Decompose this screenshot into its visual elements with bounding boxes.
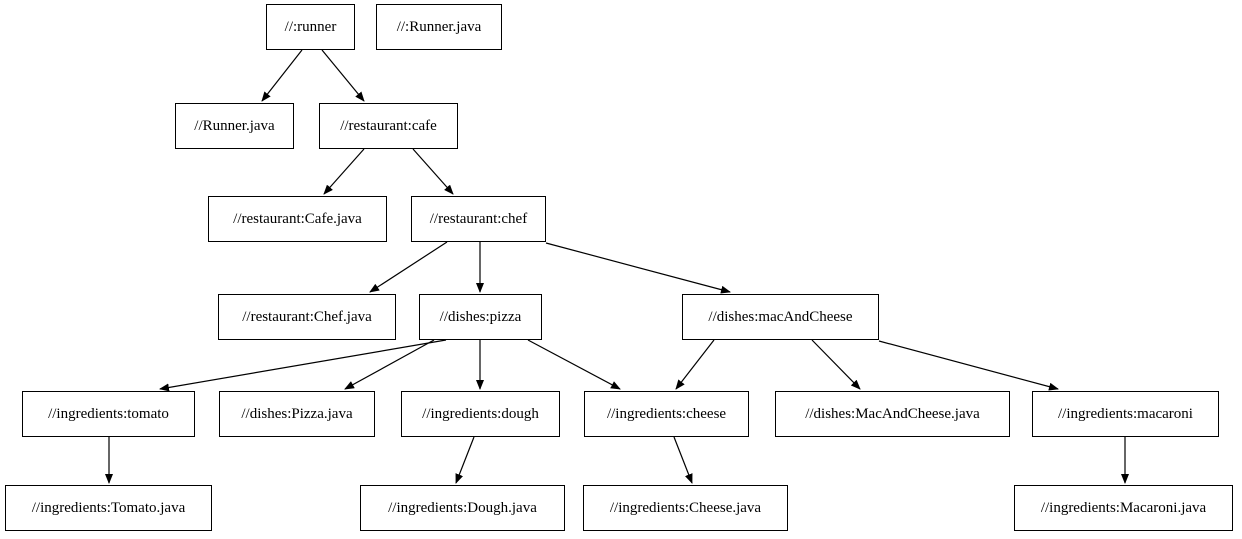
graph-node-label: //restaurant:Chef.java bbox=[242, 308, 372, 325]
graph-node-label: //ingredients:dough bbox=[422, 405, 539, 422]
graph-node-label: //ingredients:Dough.java bbox=[388, 499, 537, 516]
graph-node-ing_dough_java[interactable]: //ingredients:Dough.java bbox=[360, 485, 565, 531]
graph-node-restaurant_cafe_java[interactable]: //restaurant:Cafe.java bbox=[208, 196, 387, 242]
graph-node-label: //ingredients:Cheese.java bbox=[609, 499, 762, 516]
graph-node-label: //:runner bbox=[284, 18, 337, 35]
graph-node-label: //restaurant:Cafe.java bbox=[233, 210, 362, 227]
graph-node-ing_dough[interactable]: //ingredients:dough bbox=[401, 391, 560, 437]
graph-node-ing_macaroni[interactable]: //ingredients:macaroni bbox=[1032, 391, 1219, 437]
graph-node-runner_java_root[interactable]: //:Runner.java bbox=[376, 4, 502, 50]
graph-node-restaurant_chef_java[interactable]: //restaurant:Chef.java bbox=[218, 294, 396, 340]
graph-node-dishes_pizza_java[interactable]: //dishes:Pizza.java bbox=[219, 391, 375, 437]
graph-node-label: //ingredients:cheese bbox=[606, 405, 727, 422]
graph-node-label: //dishes:macAndCheese bbox=[708, 308, 853, 325]
graph-node-ing_tomato_java[interactable]: //ingredients:Tomato.java bbox=[5, 485, 212, 531]
graph-node-ing_tomato[interactable]: //ingredients:tomato bbox=[22, 391, 195, 437]
graph-node-ing_cheese[interactable]: //ingredients:cheese bbox=[584, 391, 749, 437]
graph-node-label: //ingredients:macaroni bbox=[1058, 405, 1193, 422]
graph-node-ing_macaroni_java[interactable]: //ingredients:Macaroni.java bbox=[1014, 485, 1233, 531]
graph-node-label: //ingredients:tomato bbox=[48, 405, 169, 422]
graph-node-runner[interactable]: //:runner bbox=[266, 4, 355, 50]
graph-node-restaurant_chef[interactable]: //restaurant:chef bbox=[411, 196, 546, 242]
graph-node-label: //dishes:Pizza.java bbox=[241, 405, 353, 422]
graph-node-label: //restaurant:chef bbox=[429, 210, 528, 227]
graph-node-restaurant_cafe[interactable]: //restaurant:cafe bbox=[319, 103, 458, 149]
graph-node-label: //dishes:MacAndCheese.java bbox=[805, 405, 980, 422]
graph-node-label: //Runner.java bbox=[194, 117, 275, 134]
graph-node-label: //restaurant:cafe bbox=[340, 117, 437, 134]
graph-node-runner_java[interactable]: //Runner.java bbox=[175, 103, 294, 149]
graph-node-label: //ingredients:Macaroni.java bbox=[1040, 499, 1207, 516]
graph-node-dishes_macandcheese[interactable]: //dishes:macAndCheese bbox=[682, 294, 879, 340]
graph-node-dishes_mac_java[interactable]: //dishes:MacAndCheese.java bbox=[775, 391, 1010, 437]
graph-node-label: //:Runner.java bbox=[396, 18, 482, 35]
graph-node-dishes_pizza[interactable]: //dishes:pizza bbox=[419, 294, 542, 340]
graph-node-label: //ingredients:Tomato.java bbox=[31, 499, 186, 516]
graph-node-label: //dishes:pizza bbox=[439, 308, 522, 325]
graph-node-ing_cheese_java[interactable]: //ingredients:Cheese.java bbox=[583, 485, 788, 531]
